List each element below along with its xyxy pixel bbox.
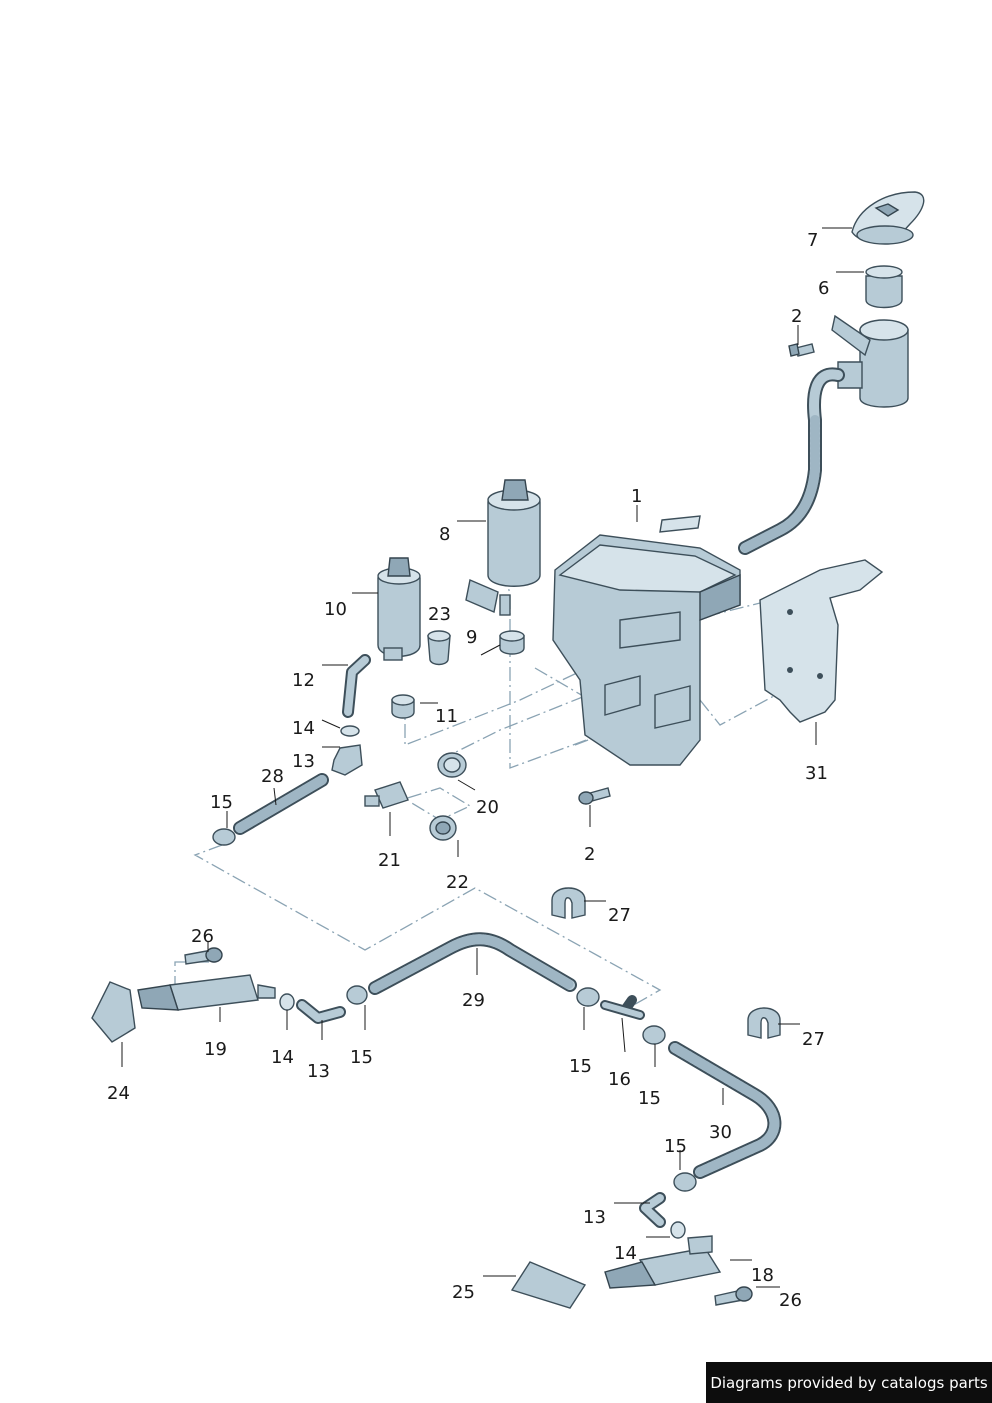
clamp-15-a <box>212 828 236 846</box>
callout-31: 31 <box>805 763 828 784</box>
clip-27-b <box>747 1007 781 1039</box>
callout-7: 7 <box>807 230 818 251</box>
callout-20: 20 <box>476 797 499 818</box>
nozzle-19 <box>137 974 276 1011</box>
reservoir-bracket <box>759 559 884 723</box>
bolt-2-bottom <box>578 787 611 805</box>
strainer-insert <box>865 265 903 309</box>
callout-25: 25 <box>452 1282 475 1303</box>
sensor-21 <box>364 781 409 809</box>
clip-27-a <box>551 887 586 919</box>
callout-11: 11 <box>435 706 458 727</box>
callout-13-mid: 13 <box>307 1061 330 1082</box>
callout-23: 23 <box>428 604 451 625</box>
clamp-15-e <box>673 1172 697 1192</box>
callout-27-b: 27 <box>802 1029 825 1050</box>
grommet-20 <box>437 752 467 778</box>
callout-2-bottom: 2 <box>584 844 595 865</box>
plug-23 <box>427 630 451 666</box>
callout-15-c: 15 <box>569 1056 592 1077</box>
hose-28 <box>233 773 329 835</box>
callout-9: 9 <box>466 627 477 648</box>
clamp-15-d <box>642 1025 666 1045</box>
elbow-13-low <box>639 1192 666 1228</box>
clamp-15-c <box>576 987 600 1007</box>
filler-neck <box>831 314 909 408</box>
callout-14-mid: 14 <box>271 1047 294 1068</box>
callout-14-low: 14 <box>614 1243 637 1264</box>
leader-lines <box>121 227 864 1288</box>
hose-30 <box>668 1041 782 1179</box>
callout-18: 18 <box>751 1265 774 1286</box>
elbow-13-mid <box>296 999 346 1024</box>
washer-reservoir <box>552 515 741 766</box>
callout-19: 19 <box>204 1039 227 1060</box>
cover-24 <box>91 981 136 1043</box>
callout-13-low: 13 <box>583 1207 606 1228</box>
clamp-15-b <box>346 985 368 1005</box>
callout-8: 8 <box>439 524 450 545</box>
callout-22: 22 <box>446 872 469 893</box>
callout-15-a: 15 <box>210 792 233 813</box>
callout-15-b: 15 <box>350 1047 373 1068</box>
ring-14-top <box>340 725 360 737</box>
callout-15-d: 15 <box>638 1088 661 1109</box>
callout-2-top: 2 <box>791 306 802 327</box>
elbow-13-top <box>331 744 363 776</box>
hose-29 <box>368 932 577 995</box>
elbow-12 <box>342 654 371 718</box>
callout-26-a: 26 <box>191 926 214 947</box>
grommet-9 <box>499 630 525 655</box>
callout-14-top: 14 <box>292 718 315 739</box>
filler-hose <box>738 367 845 555</box>
cover-25 <box>510 1261 587 1309</box>
callout-13-top: 13 <box>292 751 315 772</box>
callout-16: 16 <box>608 1069 631 1090</box>
ring-14-low <box>670 1221 686 1239</box>
callout-1: 1 <box>631 486 642 507</box>
callout-15-e: 15 <box>664 1136 687 1157</box>
nozzle-18 <box>604 1235 722 1289</box>
t-piece-16 <box>600 995 645 1020</box>
bolt-2-top <box>788 343 815 357</box>
pump-8 <box>465 479 541 616</box>
filler-cap <box>851 191 925 245</box>
callout-28: 28 <box>261 766 284 787</box>
pump-10 <box>377 557 421 661</box>
credit-text: Diagrams provided by catalogs parts <box>710 1373 988 1392</box>
callout-21: 21 <box>378 850 401 871</box>
credit-banner: Diagrams provided by catalogs parts <box>706 1362 992 1403</box>
callout-24: 24 <box>107 1083 130 1104</box>
callout-6: 6 <box>818 278 829 299</box>
callout-27-a: 27 <box>608 905 631 926</box>
bolt-26-a <box>184 947 223 965</box>
callout-12: 12 <box>292 670 315 691</box>
ring-14-mid <box>279 993 295 1011</box>
grommet-11 <box>391 694 415 719</box>
callout-labels: 1 2 6 7 8 9 10 11 12 23 14 13 28 15 20 2… <box>107 230 829 1311</box>
bolt-26-b <box>714 1286 753 1306</box>
callout-29: 29 <box>462 990 485 1011</box>
callout-26-b: 26 <box>779 1290 802 1311</box>
callout-10: 10 <box>324 599 347 620</box>
callout-30: 30 <box>709 1122 732 1143</box>
grommet-22 <box>429 815 457 841</box>
